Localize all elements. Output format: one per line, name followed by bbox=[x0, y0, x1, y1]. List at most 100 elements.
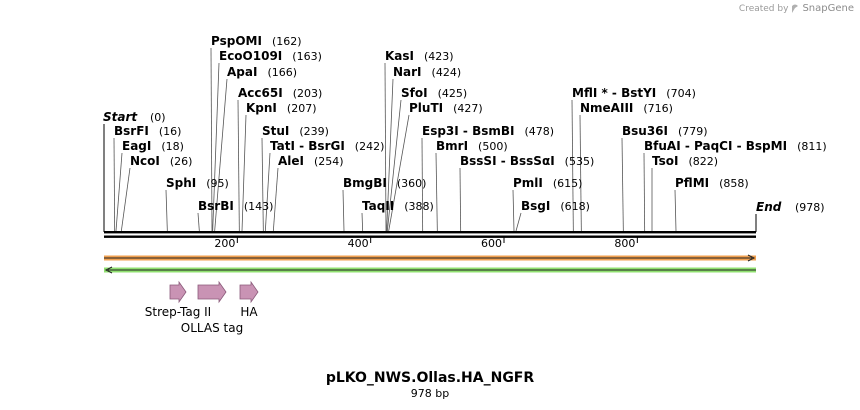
site-position-nmeaiii: (716) bbox=[643, 102, 673, 115]
site-line-bfuai-paqci-bspmi bbox=[643, 152, 646, 232]
site-position-pflmi: (858) bbox=[719, 177, 749, 190]
site-position-bsssi-bsss-i: (535) bbox=[565, 155, 595, 168]
site-position-sphi: (95) bbox=[206, 177, 229, 190]
reverse-arrow-icon bbox=[104, 266, 113, 274]
credit-brand: SnapGene bbox=[802, 3, 854, 14]
site-line-sfoi bbox=[386, 99, 402, 232]
site-line-tati-bsrgi bbox=[264, 152, 271, 232]
site-label-acc65i[interactable]: Acc65I bbox=[238, 86, 283, 100]
site-line-kpni bbox=[241, 114, 247, 232]
strands bbox=[104, 254, 756, 274]
site-line-acc65i bbox=[237, 99, 240, 232]
site-label-pflmi[interactable]: PflMI bbox=[675, 176, 709, 190]
site-line-nmeaiii bbox=[579, 114, 582, 232]
site-label-sphi[interactable]: SphI bbox=[166, 176, 196, 190]
feature-strep-tag-ii-label: Strep-Tag II bbox=[145, 305, 211, 319]
site-position-mfli-bstyi: (704) bbox=[666, 87, 696, 100]
site-line-eagi bbox=[115, 152, 123, 232]
site-line-pspomi bbox=[210, 47, 213, 232]
site-label-alei[interactable]: AleI bbox=[278, 154, 304, 168]
snapgene-logo-icon bbox=[792, 4, 799, 13]
site-label-mfli-bstyi[interactable]: MflI * - BstYI bbox=[572, 86, 656, 100]
site-label-ecoo109i[interactable]: EcoO109I bbox=[219, 49, 282, 63]
site-label-bsgi[interactable]: BsgI bbox=[521, 199, 550, 213]
site-line-bmgbi bbox=[342, 189, 345, 232]
site-label-eagi[interactable]: EagI bbox=[122, 139, 151, 153]
site-position-kpni: (207) bbox=[287, 102, 317, 115]
site-label-sfoi[interactable]: SfoI bbox=[401, 86, 428, 100]
site-label-bmri[interactable]: BmrI bbox=[436, 139, 468, 153]
site-position-bsgi: (618) bbox=[560, 200, 590, 213]
site-line-pluti bbox=[388, 114, 410, 232]
site-label-bmgbi[interactable]: BmgBI bbox=[343, 176, 387, 190]
site-position-bsrfi: (16) bbox=[159, 125, 182, 138]
site-position-sfoi: (425) bbox=[438, 87, 468, 100]
site-position-bsu36i: (779) bbox=[678, 125, 708, 138]
site-position-tsoi: (822) bbox=[688, 155, 718, 168]
sequence-ends: Start (0) End (978) bbox=[103, 110, 825, 232]
site-label-nari[interactable]: NarI bbox=[393, 65, 422, 79]
site-position-apai: (166) bbox=[267, 66, 297, 79]
ruler-label-600: 600 bbox=[481, 237, 502, 250]
site-position-ncoi: (26) bbox=[170, 155, 193, 168]
site-label-pluti[interactable]: PluTI bbox=[409, 101, 443, 115]
map-length: 978 bp bbox=[410, 387, 450, 400]
sequence-backbone bbox=[104, 231, 756, 238]
site-position-taqii: (388) bbox=[404, 200, 434, 213]
backbone-top-line bbox=[104, 231, 756, 234]
site-label-stui[interactable]: StuI bbox=[262, 124, 289, 138]
site-line-sphi bbox=[165, 189, 168, 232]
site-label-ncoi[interactable]: NcoI bbox=[130, 154, 160, 168]
site-label-bsssi-bsss-i[interactable]: BssSI - BssSαI bbox=[460, 154, 555, 168]
site-label-kasi[interactable]: KasI bbox=[385, 49, 414, 63]
feature-strep-tag-ii-arrow[interactable] bbox=[169, 280, 187, 304]
site-line-bsgi bbox=[515, 212, 522, 232]
site-label-bsrfi[interactable]: BsrFI bbox=[114, 124, 149, 138]
site-label-tsoi[interactable]: TsoI bbox=[652, 154, 678, 168]
site-position-bfuai-paqci-bspmi: (811) bbox=[797, 140, 827, 153]
site-line-esp3i-bsmbi bbox=[421, 137, 424, 232]
site-label-esp3i-bsmbi[interactable]: Esp3I - BsmBI bbox=[422, 124, 514, 138]
site-position-stui: (239) bbox=[299, 125, 329, 138]
ruler-label-200: 200 bbox=[214, 237, 235, 250]
linear-map: PspOMI(162)EcoO109I(163)ApaI(166)Acc65I(… bbox=[103, 34, 827, 335]
credit-prefix: Created by bbox=[738, 3, 789, 14]
site-position-pspomi: (162) bbox=[272, 35, 302, 48]
site-label-pspomi[interactable]: PspOMI bbox=[211, 34, 262, 48]
site-label-bsrbi[interactable]: BsrBI bbox=[198, 199, 234, 213]
site-line-apai bbox=[214, 78, 228, 232]
site-position-pluti: (427) bbox=[453, 102, 483, 115]
site-line-bsrbi bbox=[197, 212, 200, 232]
site-position-bmri: (500) bbox=[478, 140, 508, 153]
site-position-pmli: (615) bbox=[553, 177, 583, 190]
site-label-tati-bsrgi[interactable]: TatI - BsrGI bbox=[270, 139, 345, 153]
site-position-bmgbi: (360) bbox=[397, 177, 427, 190]
feature-ollas-tag-arrow[interactable] bbox=[197, 280, 227, 304]
site-label-kpni[interactable]: KpnI bbox=[246, 101, 277, 115]
ruler: 200 400 600 800 bbox=[214, 237, 638, 250]
site-line-taqii bbox=[361, 212, 364, 232]
feature-ollas-tag-label: OLLAS tag bbox=[181, 321, 243, 335]
site-label-nmeaiii[interactable]: NmeAIII bbox=[580, 101, 633, 115]
end-label: End bbox=[756, 200, 782, 214]
site-line-bsssi-bsss-i bbox=[459, 167, 462, 232]
ruler-label-400: 400 bbox=[348, 237, 369, 250]
ruler-label-800: 800 bbox=[614, 237, 635, 250]
start-label: Start bbox=[103, 110, 138, 124]
site-position-esp3i-bsmbi: (478) bbox=[524, 125, 554, 138]
site-label-apai[interactable]: ApaI bbox=[227, 65, 257, 79]
site-line-mfli-bstyi bbox=[571, 99, 574, 232]
feature-ha-arrow[interactable] bbox=[239, 280, 259, 304]
site-line-pflmi bbox=[674, 189, 677, 232]
site-position-tati-bsrgi: (242) bbox=[355, 140, 385, 153]
site-label-bsu36i[interactable]: Bsu36I bbox=[622, 124, 668, 138]
site-position-acc65i: (203) bbox=[293, 87, 323, 100]
site-line-kasi bbox=[384, 62, 387, 232]
site-label-taqii[interactable]: TaqII bbox=[362, 199, 394, 213]
site-position-kasi: (423) bbox=[424, 50, 454, 63]
site-label-bfuai-paqci-bspmi[interactable]: BfuAI - PaqCI - BspMI bbox=[644, 139, 787, 153]
site-line-bsu36i bbox=[621, 137, 624, 232]
site-position-eagi: (18) bbox=[161, 140, 184, 153]
site-label-pmli[interactable]: PmlI bbox=[513, 176, 543, 190]
site-line-ecoo109i bbox=[212, 62, 220, 232]
